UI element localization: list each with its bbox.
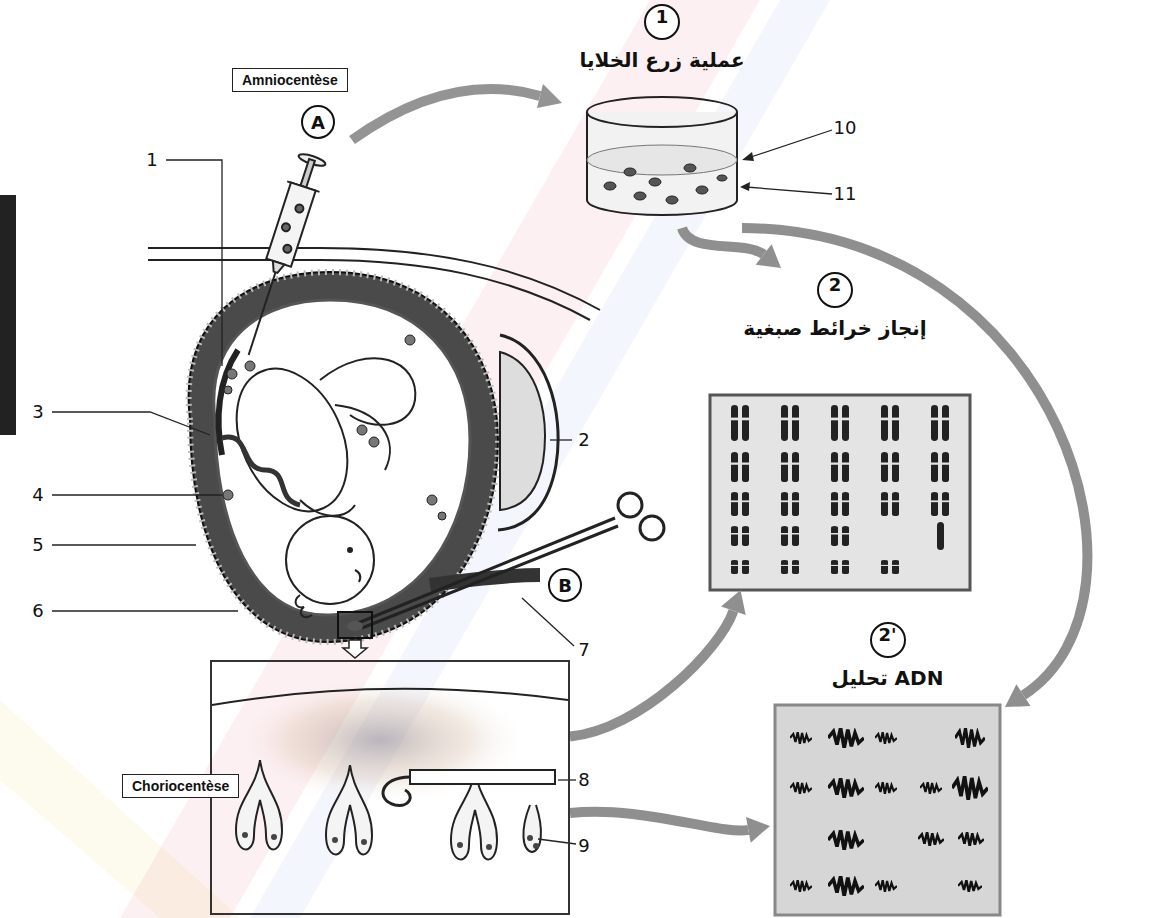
watermark-band xyxy=(0,0,830,918)
arrowhead xyxy=(721,590,746,615)
result-panel: 2 إنجاز خرائط صبغية xyxy=(700,268,970,590)
callout-number: 5 xyxy=(32,535,43,555)
step-heading: تحليل ADN xyxy=(770,666,1005,690)
step-number: 2 xyxy=(817,272,853,308)
callout-number: 8 xyxy=(578,770,589,790)
callout-number: 6 xyxy=(32,601,43,621)
flow-arrow xyxy=(682,228,781,268)
flow-arrow xyxy=(570,812,770,843)
arrowhead xyxy=(1005,684,1031,707)
zoom-arrow xyxy=(343,640,367,658)
arrow-shaft xyxy=(570,611,733,737)
result-panel: 2' تحليل ADN xyxy=(770,618,1005,915)
arrow-shaft xyxy=(742,228,1087,695)
bladder xyxy=(498,335,558,530)
karyotype xyxy=(710,395,970,590)
culture-dish xyxy=(587,97,737,215)
method-label-box: Amniocentèse xyxy=(232,68,348,92)
step-number: 1 xyxy=(644,4,680,40)
callout-number: 3 xyxy=(32,402,43,422)
chorion-detail xyxy=(212,675,568,859)
callout-number: 7 xyxy=(578,640,589,660)
callout-number: 2 xyxy=(578,430,589,450)
amniotic-cell xyxy=(223,335,446,520)
step-circle: B xyxy=(548,568,582,602)
callout-number: 9 xyxy=(578,836,589,856)
leader-line xyxy=(52,130,832,844)
step-number: 2' xyxy=(870,622,906,658)
flow-arrow xyxy=(570,590,746,737)
leader-arrowhead xyxy=(740,152,754,191)
method-label: Amniocentèse xyxy=(242,72,338,88)
biopsy-forceps xyxy=(358,493,664,628)
result-panel: 1 عملية زرع الخلايا xyxy=(562,0,762,228)
sample-box xyxy=(338,612,372,638)
step-letter: A xyxy=(311,112,325,133)
step-heading: عملية زرع الخلايا xyxy=(562,48,762,72)
syringe xyxy=(232,151,329,360)
step-heading: إنجاز خرائط صبغية xyxy=(700,316,970,340)
umbilical-cord xyxy=(222,437,300,505)
detail-box: Choriocentèse xyxy=(210,660,570,915)
method-label: Choriocentèse xyxy=(122,774,239,798)
callout-number: 1 xyxy=(146,150,157,170)
flow-arrow xyxy=(742,228,1087,707)
dna-bands xyxy=(775,705,1000,915)
arrowhead xyxy=(746,817,770,843)
step-letter: B xyxy=(558,575,572,596)
arrowhead xyxy=(756,244,781,268)
side-bar xyxy=(0,195,16,435)
transfer-arrow xyxy=(352,84,562,140)
fetus xyxy=(215,351,415,617)
callout-number: 10 xyxy=(834,118,857,138)
callout-number: 4 xyxy=(32,485,43,505)
step-circle: A xyxy=(301,105,335,139)
callout-number: 11 xyxy=(834,184,857,204)
arrow-shaft xyxy=(570,812,748,831)
